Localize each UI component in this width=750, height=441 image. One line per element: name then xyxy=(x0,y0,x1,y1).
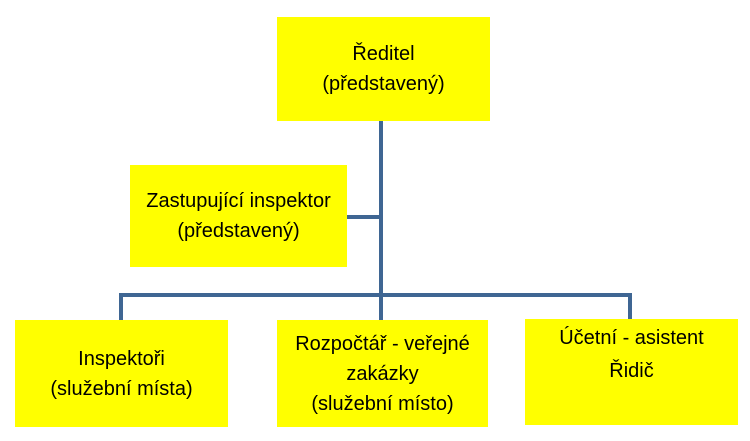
connector-branch-horizontal xyxy=(119,293,632,297)
node-director-line-1: Ředitel xyxy=(352,43,415,65)
node-inspectors-line-2: (služební místa) xyxy=(50,377,193,400)
node-inspectors-line-1: Inspektoři xyxy=(78,347,165,370)
node-accountant-line-1: Účetní - asistent xyxy=(559,327,704,349)
node-deputy-line-2: (představený) xyxy=(177,220,300,242)
connector-inspectors-stub xyxy=(119,293,123,320)
node-accountant-line-2: Řidič xyxy=(609,360,654,382)
connector-deputy-horizontal xyxy=(347,215,383,219)
connector-accountant-stub xyxy=(628,293,632,319)
node-deputy-line-1: Zastupující inspektor xyxy=(146,190,331,212)
node-director: Ředitel (představený) xyxy=(277,17,490,121)
node-budget-line-2: zakázky xyxy=(346,362,419,385)
node-budget-officer: Rozpočtář - veřejné zakázky (služební mí… xyxy=(277,320,488,427)
node-budget-line-1: Rozpočtář - veřejné xyxy=(295,332,470,355)
node-deputy-inspector: Zastupující inspektor (představený) xyxy=(130,165,347,267)
node-accountant-driver: Účetní - asistent Řidič xyxy=(525,319,738,425)
node-director-line-2: (představený) xyxy=(322,73,445,95)
node-inspectors: Inspektoři (služební místa) xyxy=(15,320,228,427)
connector-director-to-branch xyxy=(379,121,383,320)
node-budget-line-3: (služební místo) xyxy=(311,392,454,415)
